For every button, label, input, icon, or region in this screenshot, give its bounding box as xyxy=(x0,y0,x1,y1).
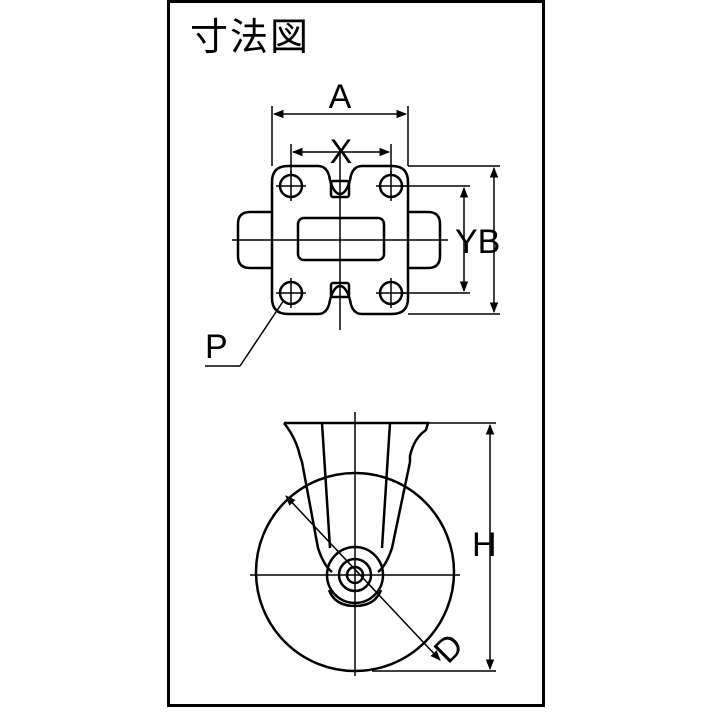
fork-left-inner xyxy=(320,422,332,549)
dimension-h xyxy=(372,422,496,672)
top-plate-left xyxy=(283,422,304,463)
label-h: H xyxy=(472,526,497,564)
label-p: P xyxy=(205,328,228,366)
dimension-x xyxy=(290,144,392,176)
dimension-d xyxy=(285,495,441,661)
top-plate-right xyxy=(284,421,430,462)
dimension-yb xyxy=(400,165,500,315)
label-x: X xyxy=(330,133,353,171)
label-a: A xyxy=(329,78,352,116)
plate-centerlines xyxy=(232,150,448,330)
wheel-centerlines xyxy=(250,412,460,676)
label-yb: YB xyxy=(455,223,500,261)
drawing-title: 寸法図 xyxy=(190,15,311,59)
dimension-a xyxy=(271,106,409,166)
fork-right-inner xyxy=(380,422,392,549)
plate-center-slot xyxy=(296,216,386,262)
leader-p xyxy=(205,299,285,367)
